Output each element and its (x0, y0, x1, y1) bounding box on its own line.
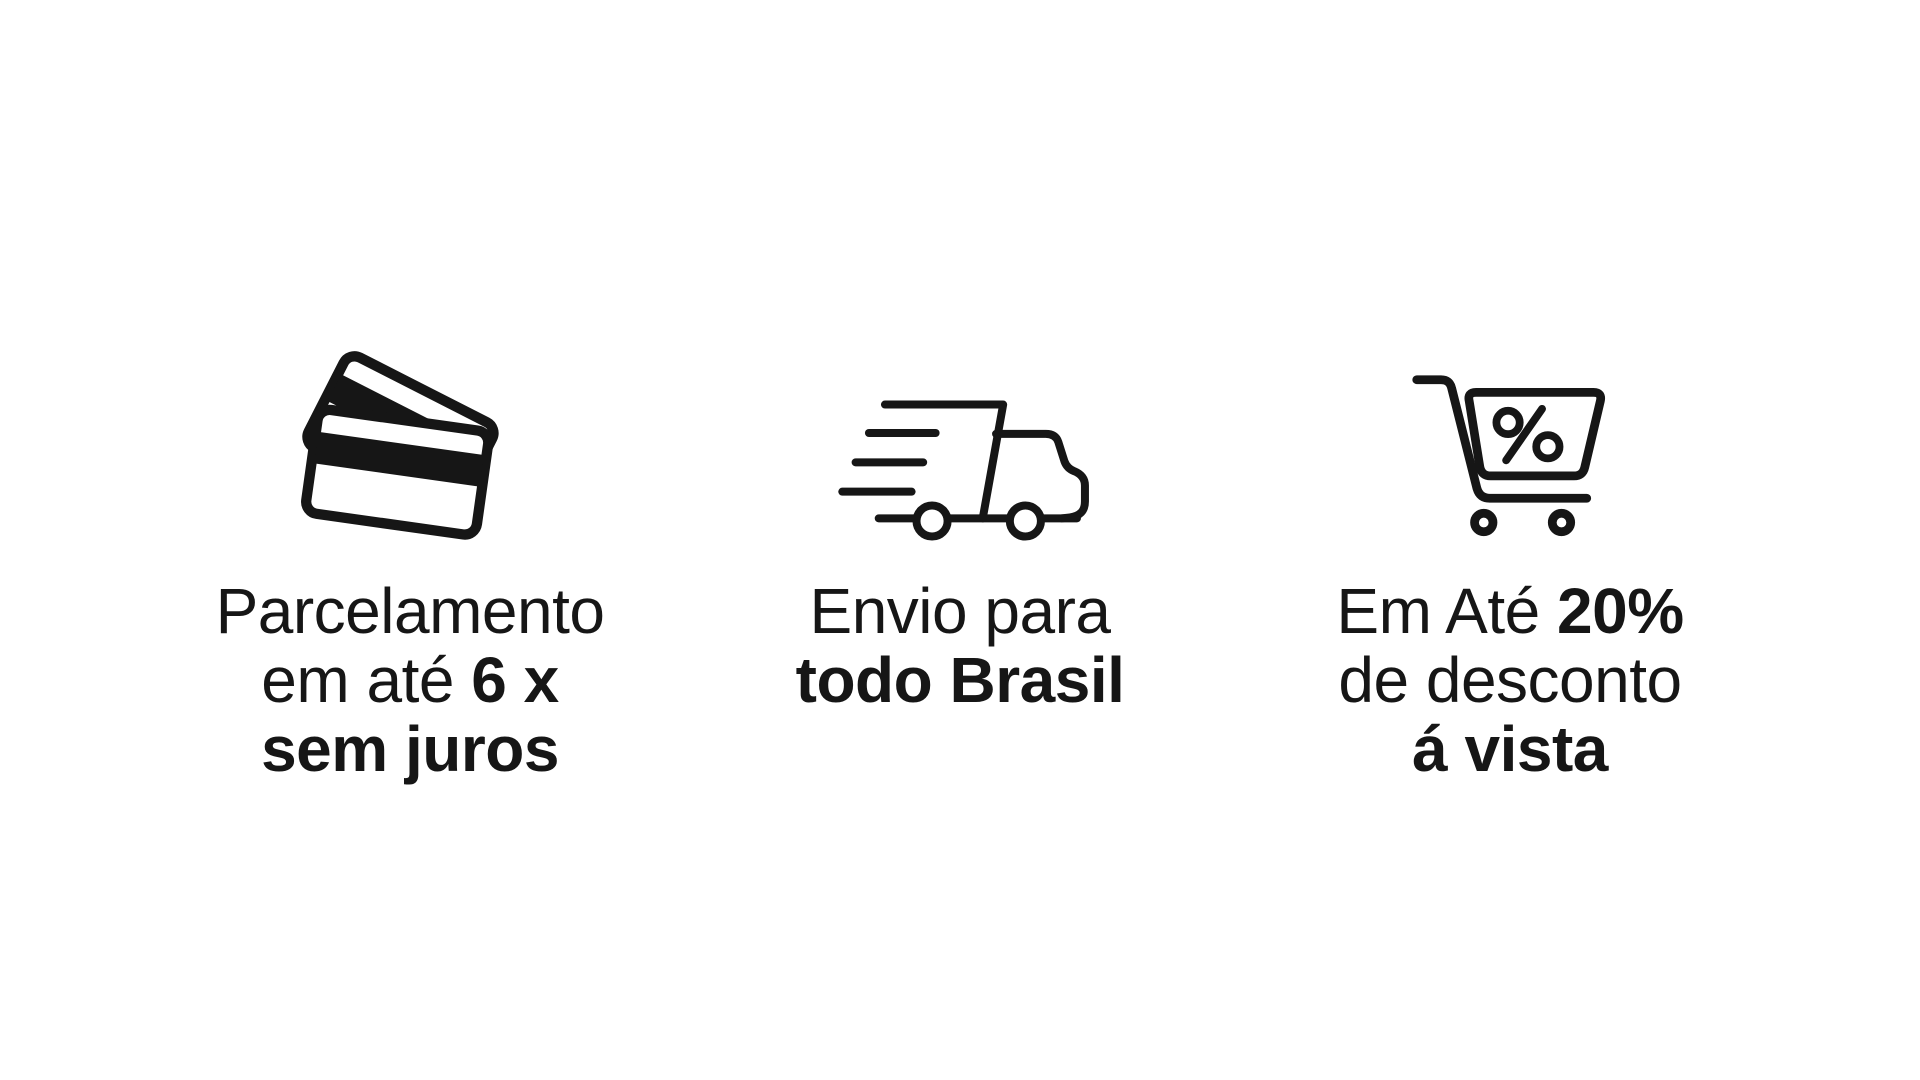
cart-basket (1464, 387, 1606, 480)
benefit-installments: Parcelamento em até 6 x sem juros (140, 337, 680, 784)
truck-wheel (1005, 500, 1045, 541)
card-front (300, 404, 493, 540)
caption-text-bold: á vista (1412, 712, 1608, 785)
cart-wheel (1547, 508, 1576, 536)
caption-text: de desconto (1338, 643, 1682, 716)
caption-text: Envio para (809, 574, 1111, 647)
benefit-discount: Em Até 20% de desconto á vista (1240, 337, 1780, 784)
benefit-shipping: Envio para todo Brasil (690, 337, 1230, 715)
percent-sign (1492, 404, 1564, 464)
benefit-caption: Parcelamento em até 6 x sem juros (215, 574, 605, 785)
caption-text: Parcelamento (215, 574, 605, 647)
truck-cab (991, 429, 1089, 522)
cart-wheel (1470, 508, 1498, 536)
delivery-truck-icon (827, 337, 1094, 545)
caption-text-bold: 20% (1557, 574, 1684, 647)
caption-line: Em Até 20% (1336, 574, 1684, 647)
card-front-stripe (313, 431, 484, 487)
discount-cart-icon (1408, 337, 1612, 545)
caption-line: Parcelamento (215, 574, 605, 647)
benefits-row: Parcelamento em até 6 x sem juros (140, 337, 1780, 784)
benefit-caption: Envio para todo Brasil (795, 574, 1125, 716)
caption-text: Em Até (1336, 574, 1557, 647)
benefit-caption: Em Até 20% de desconto á vista (1336, 574, 1684, 785)
truck-box (880, 400, 1007, 522)
caption-text-bold: 6 x (471, 643, 559, 716)
caption-text: em até (261, 643, 472, 716)
caption-line: Envio para (796, 574, 1125, 647)
delivery-truck-icon-svg (837, 400, 1089, 541)
credit-cards-icon (298, 337, 523, 545)
caption-text-bold: todo Brasil (795, 643, 1125, 716)
caption-line: todo Brasil (795, 643, 1125, 716)
caption-line: á vista (1336, 712, 1683, 785)
caption-line: de desconto (1336, 643, 1683, 716)
cart-handle (1412, 374, 1592, 503)
caption-line: em até 6 x (216, 643, 605, 716)
credit-cards-icon-svg (300, 350, 499, 540)
caption-text-bold: sem juros (261, 712, 559, 785)
caption-line: sem juros (216, 712, 605, 785)
truck-wheel (912, 500, 952, 541)
discount-cart-icon-svg (1412, 374, 1606, 536)
